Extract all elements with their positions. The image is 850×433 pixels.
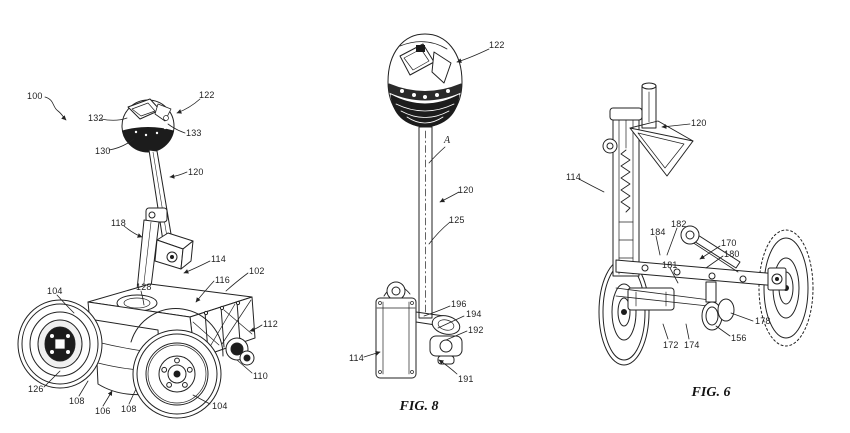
ref-label: 172 bbox=[663, 340, 679, 350]
ref-label: 122 bbox=[489, 40, 505, 50]
top-cylinder-and-bracket bbox=[630, 83, 693, 176]
ref-label: 122 bbox=[199, 90, 215, 100]
ref-label: 178 bbox=[755, 316, 771, 326]
ref-label: 182 bbox=[671, 219, 687, 229]
base-mount bbox=[376, 282, 462, 378]
ref-label: 104 bbox=[212, 401, 228, 411]
vertical-pole bbox=[419, 127, 432, 318]
ref-label: 114 bbox=[566, 172, 581, 182]
wheels bbox=[18, 300, 254, 418]
ref-label: 194 bbox=[466, 309, 482, 319]
ref-label: 104 bbox=[47, 286, 63, 296]
chassis-rear-drawing bbox=[540, 0, 850, 433]
ref-label: 170 bbox=[721, 238, 737, 248]
ref-label: 108 bbox=[121, 404, 137, 414]
ref-label: 125 bbox=[449, 215, 465, 225]
leader-lines bbox=[579, 124, 753, 339]
leader-lines bbox=[44, 97, 262, 406]
mast-assembly-drawing bbox=[330, 0, 580, 433]
camera-head-sphere bbox=[122, 99, 174, 152]
ref-label: 128 bbox=[136, 282, 152, 292]
ref-label: 192 bbox=[468, 325, 484, 335]
ref-label: 100 bbox=[27, 91, 43, 101]
ref-label: 114 bbox=[211, 254, 226, 264]
camera-head-sphere bbox=[388, 34, 462, 127]
ref-label: 133 bbox=[186, 128, 202, 138]
ref-label: 181 bbox=[662, 260, 678, 270]
robot-perspective-drawing bbox=[0, 0, 300, 433]
ref-label: 116 bbox=[215, 275, 230, 285]
figure-caption-fig6: FIG. 6 bbox=[691, 385, 731, 400]
ref-label: 126 bbox=[28, 384, 44, 394]
ref-label: 184 bbox=[650, 227, 666, 237]
ref-label: 110 bbox=[253, 371, 268, 381]
ref-label: A bbox=[444, 135, 451, 146]
ref-label: 174 bbox=[684, 340, 700, 350]
mast-tower bbox=[603, 108, 642, 276]
ref-label: 112 bbox=[263, 319, 278, 329]
ref-label: 102 bbox=[249, 266, 265, 276]
ref-label: 114 bbox=[349, 353, 364, 363]
ref-label: 120 bbox=[458, 185, 474, 195]
ref-label: 196 bbox=[451, 299, 467, 309]
ref-label: 132 bbox=[88, 113, 104, 123]
left-wheel bbox=[599, 259, 649, 365]
ref-label: 106 bbox=[95, 406, 111, 416]
ref-label: 108 bbox=[69, 396, 85, 406]
ref-label: 120 bbox=[188, 167, 204, 177]
axle-assembly bbox=[616, 226, 786, 330]
ref-label: 118 bbox=[111, 218, 126, 228]
ref-label: 120 bbox=[691, 118, 707, 128]
ref-label: 180 bbox=[724, 249, 740, 259]
leader-lines bbox=[364, 49, 489, 374]
figure-caption-fig8: FIG. 8 bbox=[399, 399, 439, 414]
ref-label: 191 bbox=[458, 374, 474, 384]
ref-label: 156 bbox=[731, 333, 747, 343]
ref-label: 130 bbox=[95, 146, 111, 156]
mast-and-camera-box bbox=[136, 208, 193, 303]
